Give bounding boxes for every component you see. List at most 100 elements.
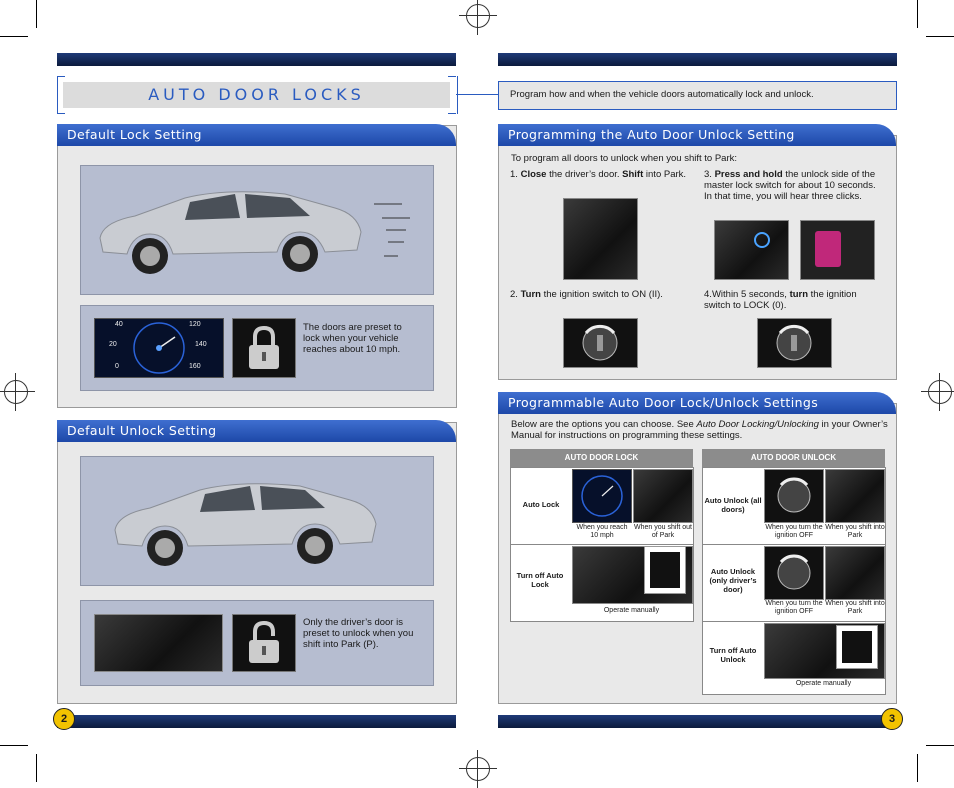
options-lead-text-2: in your Owner’s Manual for instructions … (511, 419, 888, 441)
door-switch-inset-2 (836, 625, 878, 669)
lock-table-header: AUTO DOOR LOCK (510, 449, 693, 467)
pink-switch (815, 231, 841, 267)
title-box (63, 82, 450, 108)
shifter-image (94, 614, 223, 672)
step-4: 4.Within 5 seconds, turn the ignition sw… (704, 289, 884, 311)
bottom-bar-left (57, 715, 456, 728)
unlock-row-3-caption: Operate manually (795, 680, 852, 687)
lock-open-icon (232, 614, 296, 672)
step-1: 1. Close the driver’s door. Shift into P… (510, 169, 688, 180)
speedometer-thumb (572, 469, 632, 523)
step-1-verb-2: Shift (622, 169, 644, 180)
step-3-number: 3. (704, 169, 712, 180)
crop-mark (36, 0, 37, 28)
ignition-lock-image (757, 318, 832, 368)
car-image-2 (114, 483, 377, 566)
lock-switch-highlight (754, 232, 770, 248)
ignition-off-thumb (764, 469, 824, 523)
shift-park-image (563, 198, 638, 280)
step-3: 3. Press and hold the unlock side of the… (704, 169, 876, 202)
crop-mark (917, 754, 918, 782)
speed-tick: 140 (195, 341, 207, 348)
intro-text: Program how and when the vehicle doors a… (510, 89, 814, 100)
speedometer-image: 40 20 0 120 140 160 (94, 318, 224, 378)
unlock-description: Only the driver’s door is preset to unlo… (303, 617, 414, 650)
crop-mark (917, 0, 918, 28)
step-3-verb: Press and hold (714, 169, 783, 180)
speed-tick: 0 (115, 363, 119, 370)
car-lock-lines (374, 203, 410, 257)
lock-row-1-caption-1: When you reach 10 mph (576, 524, 628, 539)
page-title: AUTO DOOR LOCKS (148, 85, 365, 104)
lock-description: The doors are preset to lock when your v… (303, 322, 402, 355)
step-4-text-2: the ignition switch to LOCK (0). (704, 289, 857, 311)
step-1-verb: Close (520, 169, 547, 180)
crop-mark (926, 745, 954, 746)
door-switch-inset-photo (650, 552, 680, 588)
default-lock-heading: Default Lock Setting (57, 124, 456, 146)
step-2-number: 2. (510, 289, 518, 300)
title-bracket (57, 76, 458, 114)
crop-mark (926, 36, 954, 37)
registration-mark-icon (921, 373, 954, 411)
crop-mark (0, 745, 28, 746)
connector-line (456, 94, 498, 95)
unlock-row-1-label: Auto Unlock (all doors) (704, 496, 762, 514)
speed-tick: 40 (115, 321, 123, 328)
speed-tick: 160 (189, 363, 201, 370)
title-bracket-top (448, 76, 456, 77)
step-1-number: 1. (510, 169, 518, 180)
ignition-on-image (563, 318, 638, 368)
top-bar-right (498, 53, 897, 66)
options-lead-text: Below are the options you can choose. Se… (511, 419, 697, 430)
crop-mark (36, 754, 37, 782)
title-bracket-top (57, 76, 65, 77)
programming-lead: To program all doors to unlock when you … (511, 153, 738, 164)
door-switch-inset (644, 546, 686, 594)
lock-switch-closeup (800, 220, 875, 280)
unlock-row-2-caption-1: When you turn the ignition OFF (765, 600, 823, 615)
registration-mark-icon (0, 373, 35, 411)
door-switch-inset-photo-2 (842, 631, 872, 663)
programming-heading: Programming the Auto Door Unlock Setting (498, 124, 896, 146)
step-4-verb: turn (789, 289, 809, 300)
step-3-text: the unlock side of the master lock switc… (704, 169, 876, 202)
options-heading: Programmable Auto Door Lock/Unlock Setti… (498, 392, 896, 414)
top-bar-left (57, 53, 456, 66)
registration-mark-icon (459, 750, 497, 788)
shifter-thumb-3 (825, 546, 885, 600)
step-1-text-2: into Park. (643, 169, 687, 180)
speed-tick: 120 (189, 321, 201, 328)
unlock-row-1-caption-1: When you turn the ignition OFF (765, 524, 823, 539)
step-2-text: the ignition switch to ON (II). (540, 289, 663, 300)
lock-row-1-caption-2: When you shift out of Park (634, 524, 692, 539)
intro-box (498, 81, 897, 110)
step-1-text: the driver’s door. (546, 169, 623, 180)
lock-closed-icon (232, 318, 296, 378)
unlock-table-header: AUTO DOOR UNLOCK (702, 449, 885, 467)
ignition-off-thumb-2 (764, 546, 824, 600)
title-bracket-bottom (57, 113, 65, 114)
unlock-row-2-label: Auto Unlock (only driver’s door) (709, 567, 757, 594)
title-bracket-bottom (448, 113, 456, 114)
page-number-right: 3 (881, 708, 903, 730)
step-4-number: 4. (704, 289, 712, 300)
default-unlock-heading: Default Unlock Setting (57, 420, 456, 442)
shifter-thumb-2 (825, 469, 885, 523)
unlock-row-3-label: Turn off Auto Unlock (709, 646, 757, 664)
lock-row-2-label: Turn off Auto Lock (516, 571, 564, 589)
step-2: 2. Turn the ignition switch to ON (II). (510, 289, 690, 300)
unlock-row-2-caption-2: When you shift into Park (825, 600, 885, 615)
registration-mark-icon (459, 0, 497, 35)
lock-row-2-caption: Operate manually (603, 607, 660, 614)
lock-row-1-label: Auto Lock (522, 500, 560, 509)
master-lock-switch-image (714, 220, 789, 280)
page-number-left: 2 (53, 708, 75, 730)
unlock-row-1-caption-2: When you shift into Park (825, 524, 885, 539)
step-2-verb: Turn (520, 289, 541, 300)
crop-mark (0, 36, 28, 37)
step-4-text: Within 5 seconds, (711, 289, 790, 300)
bottom-bar-right (498, 715, 897, 728)
shifter-thumb (633, 469, 693, 523)
speed-tick: 20 (109, 341, 117, 348)
